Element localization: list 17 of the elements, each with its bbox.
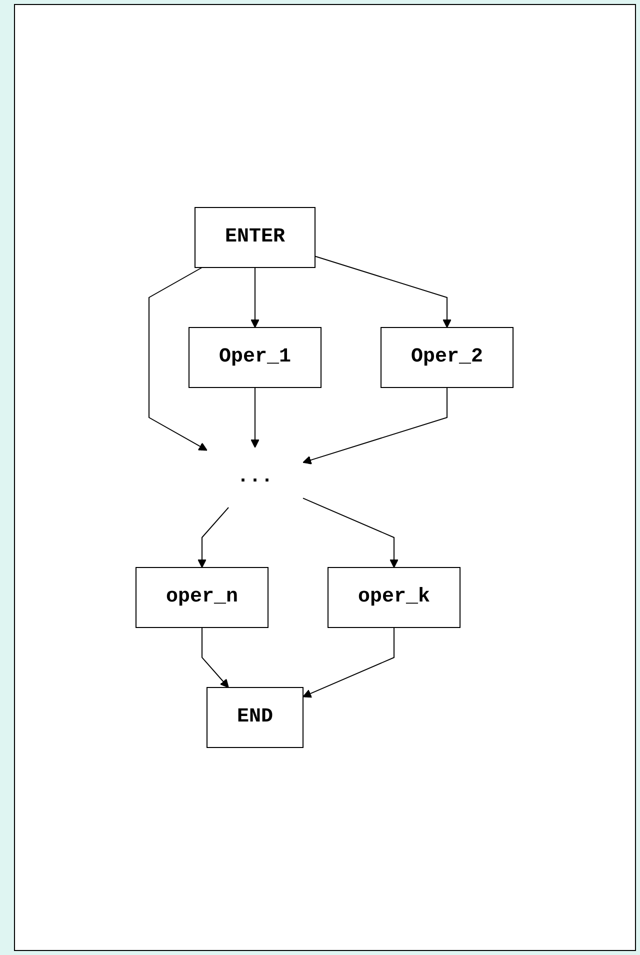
node-box: [136, 567, 269, 628]
arrow: [315, 256, 452, 328]
node-box: [381, 327, 514, 388]
arrow: [251, 267, 260, 328]
arrow: [303, 627, 395, 698]
node-box: [195, 207, 316, 268]
node-text: ...: [237, 466, 274, 488]
arrow: [303, 387, 448, 464]
node-box: [207, 687, 304, 748]
arrow: [149, 267, 208, 451]
flowchart: ENTER Oper_1 Oper_2 ... oper_n oper_k END: [128, 5, 522, 950]
arrow: [303, 498, 399, 568]
arrow: [251, 387, 260, 448]
node-box: [189, 327, 322, 388]
arrow: [198, 507, 230, 568]
arrow: [202, 627, 230, 688]
node-box: [328, 567, 462, 628]
